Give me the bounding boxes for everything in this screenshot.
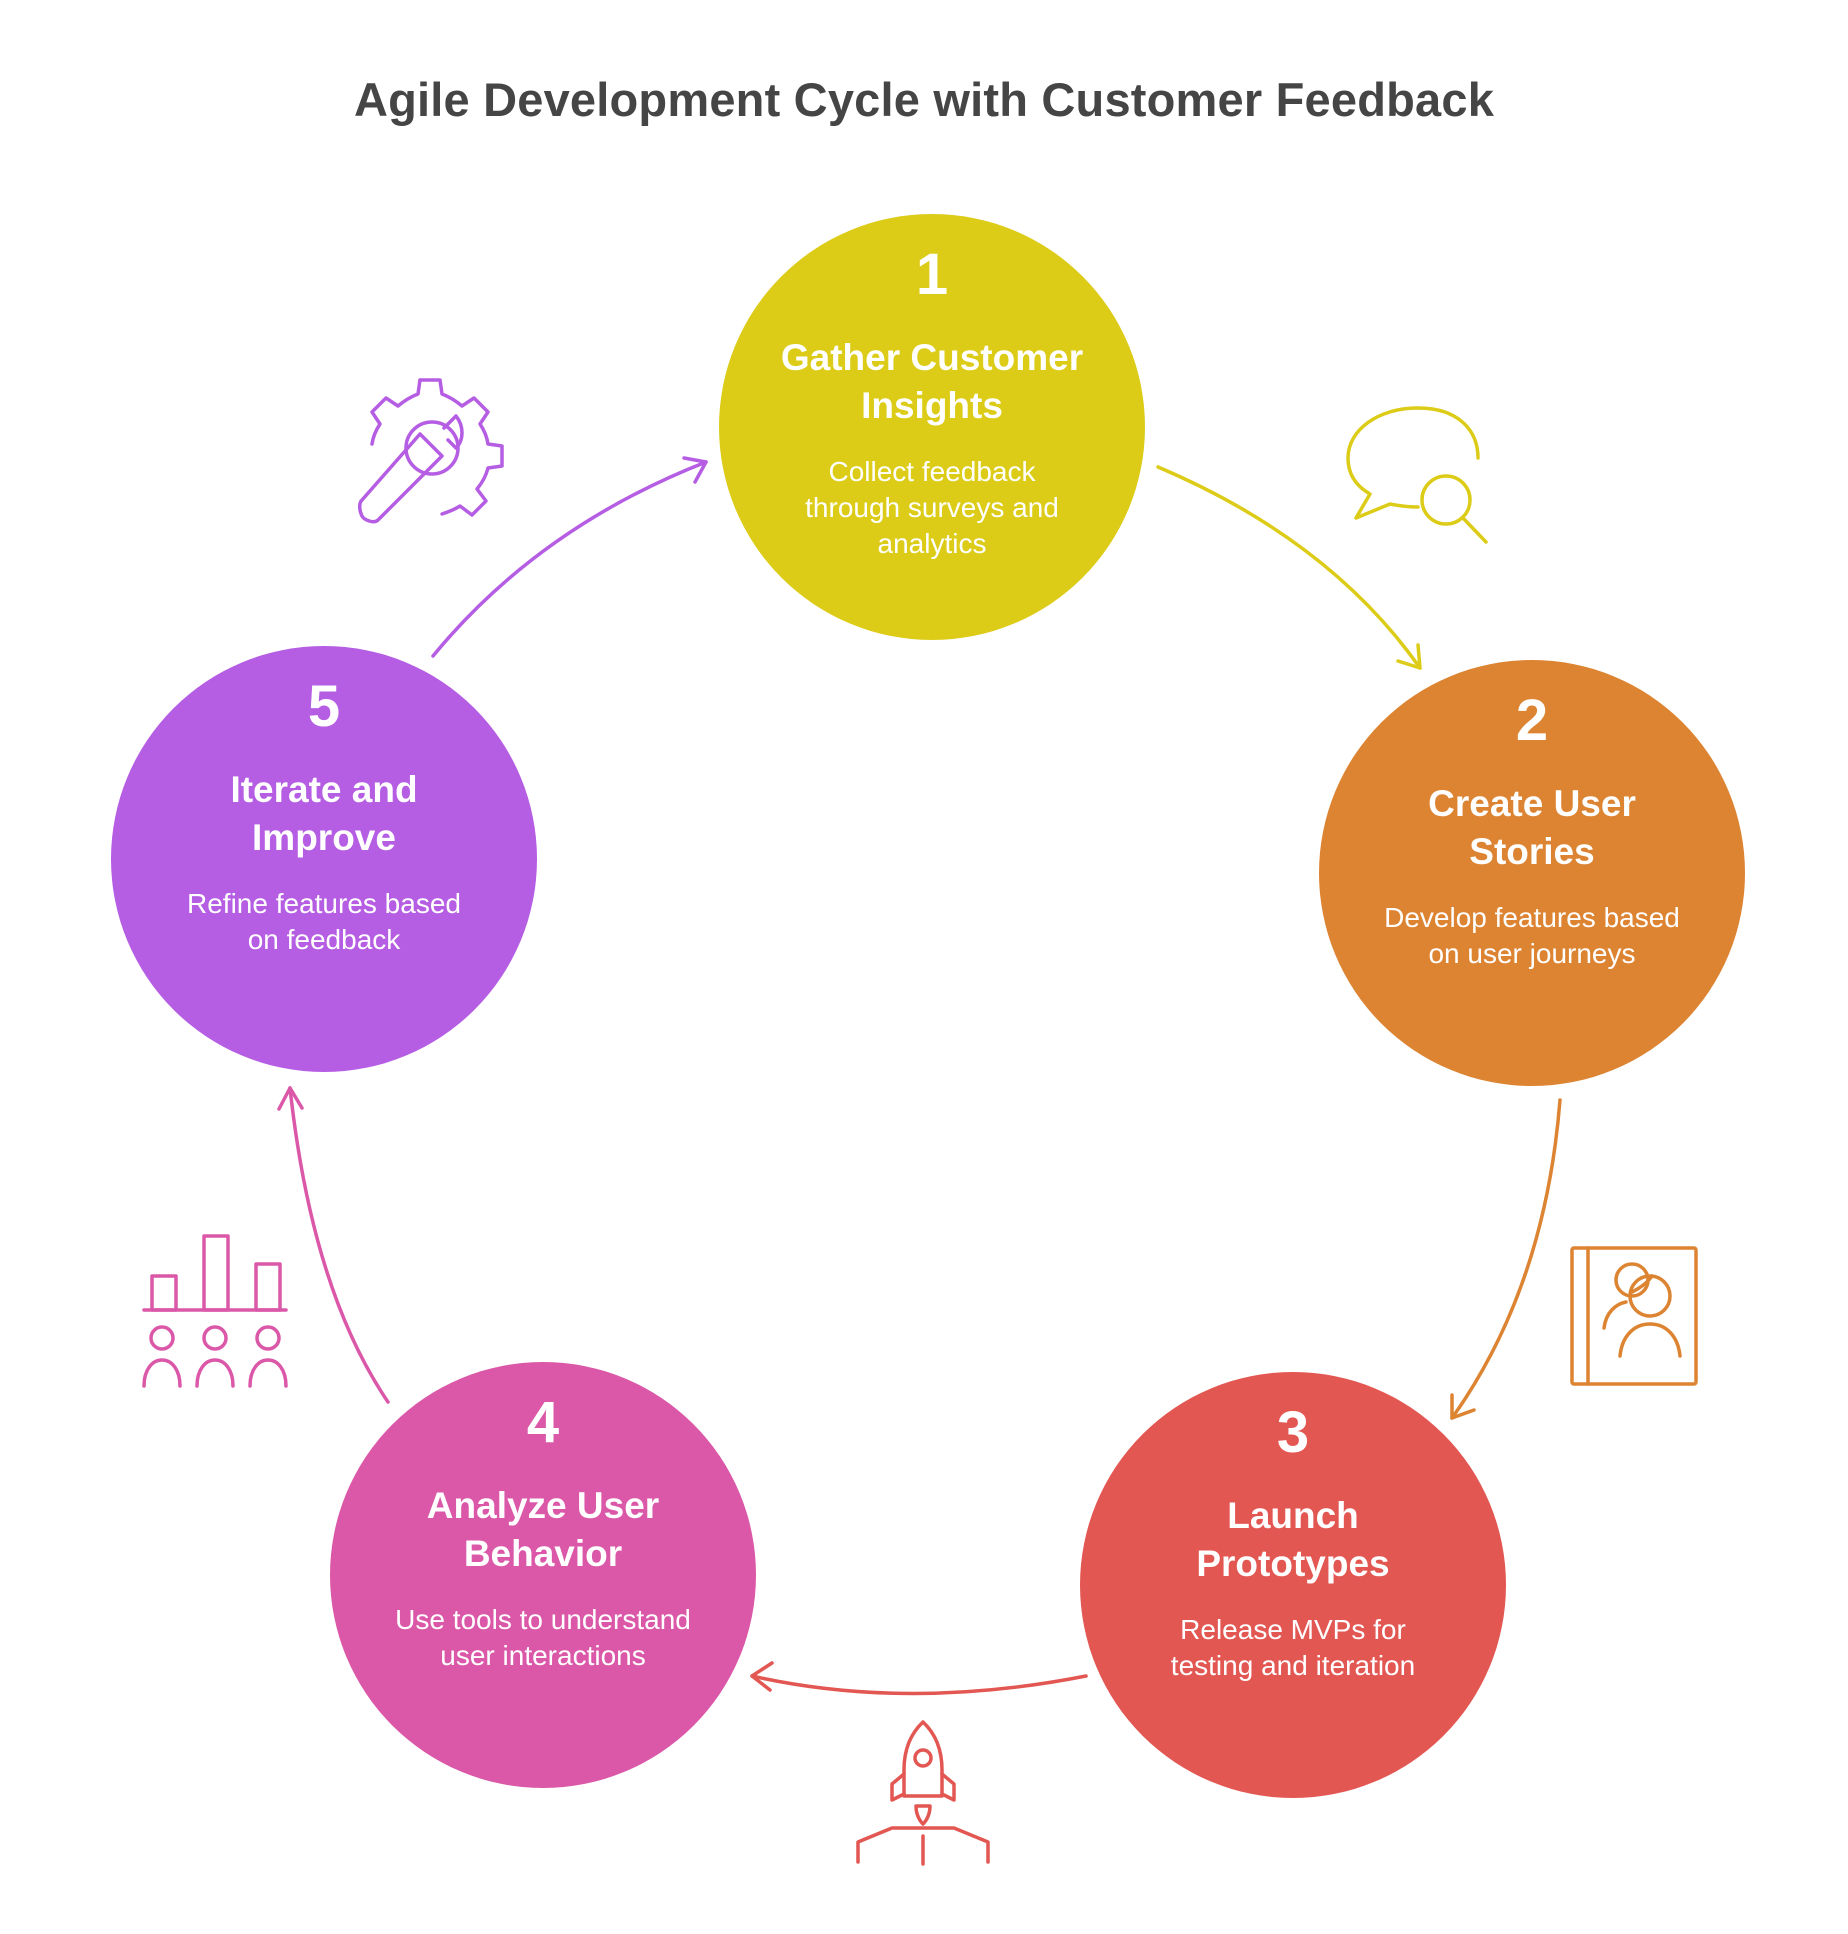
arrow-4-to-5 (277, 1086, 390, 1404)
step-1-circle: 1 Gather Customer Insights Collect feedb… (719, 214, 1145, 640)
step-4-title: Analyze User Behavior (426, 1485, 660, 1574)
arrow-1-to-2 (1156, 465, 1422, 670)
bar-chart-users-icon (142, 1234, 288, 1388)
step-2-number: 2 (1515, 688, 1549, 753)
step-4-circle: 4 Analyze User Behavior Use tools to und… (330, 1362, 756, 1788)
page-title: Agile Development Cycle with Customer Fe… (353, 73, 1495, 126)
step-5-circle: 5 Iterate and Improve Refine features ba… (111, 646, 537, 1072)
gear-wrench-icon (357, 378, 504, 524)
step-1-number: 1 (915, 242, 949, 307)
step-5-description: Refine features based on feedback (187, 888, 461, 955)
step-2-circle: 2 Create User Stories Develop features b… (1319, 660, 1745, 1086)
step-1-description: Collect feedback through surveys and ana… (805, 456, 1059, 559)
arrow-3-to-4 (750, 1661, 1088, 1696)
user-book-icon (1570, 1246, 1698, 1386)
arrow-2-to-3 (1450, 1098, 1562, 1420)
step-5-title: Iterate and Improve (230, 769, 418, 858)
chat-search-icon (1346, 406, 1488, 544)
step-3-title: Launch Prototypes (1196, 1495, 1390, 1584)
step-4-number: 4 (526, 1390, 560, 1455)
step-5-number: 5 (307, 674, 341, 739)
step-2-description: Develop features based on user journeys (1384, 902, 1680, 969)
step-1-title: Gather Customer Insights (780, 337, 1084, 426)
step-3-circle: 3 Launch Prototypes Release MVPs for tes… (1080, 1372, 1506, 1798)
step-3-number: 3 (1276, 1400, 1310, 1465)
step-4-description: Use tools to understand user interaction… (395, 1604, 691, 1671)
arrow-5-to-1 (431, 456, 708, 658)
rocket-launch-icon (856, 1720, 990, 1866)
step-3-description: Release MVPs for testing and iteration (1170, 1614, 1416, 1681)
step-2-title: Create User Stories (1428, 783, 1636, 872)
